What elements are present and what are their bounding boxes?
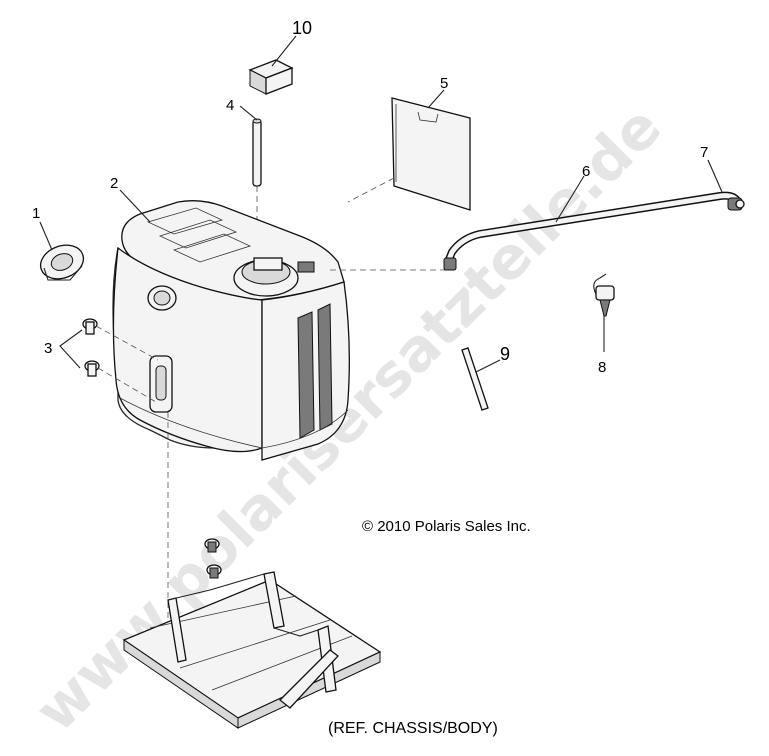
leader-6: [555, 175, 585, 223]
chassis-bolt-1: [204, 538, 220, 553]
leader-9: [475, 359, 501, 373]
leader-4: [239, 105, 258, 121]
part-8-sensor: [593, 273, 615, 317]
callout-4: 4: [226, 97, 234, 114]
callout-2: 2: [110, 175, 118, 192]
dash-3a: [95, 325, 159, 361]
callout-1: 1: [32, 205, 40, 222]
part-7-fitting: [727, 197, 745, 211]
copyright-text: © 2010 Polaris Sales Inc.: [362, 518, 531, 535]
part-10-block: [248, 59, 294, 95]
leader-5: [427, 89, 445, 109]
chassis-frame: [122, 571, 382, 729]
callout-8: 8: [598, 359, 606, 376]
callout-3: 3: [44, 340, 52, 357]
part-1-cap: [39, 244, 85, 281]
part-3-bolt-lower: [84, 360, 100, 377]
callout-10: 10: [292, 18, 312, 38]
reference-text: (REF. CHASSIS/BODY): [328, 720, 498, 737]
chassis-bolt-2: [206, 564, 222, 579]
leader-2: [119, 189, 151, 223]
part-2-fuel-tank: [112, 200, 350, 461]
part-3-bolt-upper: [82, 318, 98, 335]
leader-1: [39, 221, 53, 251]
callout-9: 9: [500, 344, 510, 364]
dash-3b: [97, 367, 157, 403]
leader-10: [271, 35, 297, 67]
dash-5: [347, 177, 395, 203]
part-9-strap: [461, 347, 489, 411]
callout-5: 5: [440, 75, 448, 92]
leader-7: [707, 159, 723, 193]
callout-7: 7: [700, 144, 708, 161]
leader-3: [59, 329, 83, 369]
part-5-sheet: [391, 97, 471, 211]
part-4-rod: [252, 118, 262, 187]
callout-6: 6: [582, 163, 590, 180]
